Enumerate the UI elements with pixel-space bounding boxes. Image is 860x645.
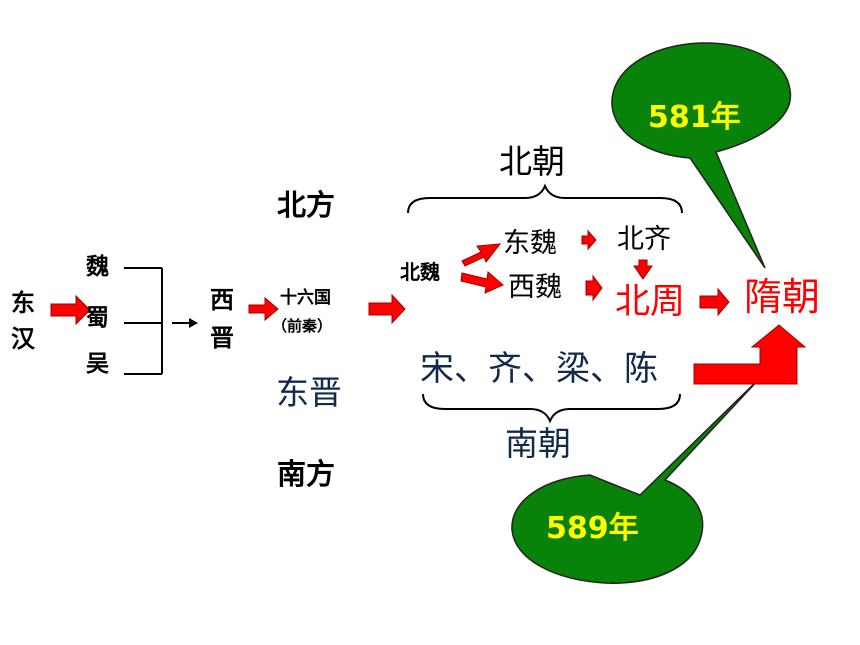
nanchao-brace — [422, 393, 681, 424]
label-beichao: 北朝 — [499, 142, 565, 181]
arrow-beiwei-dongwei — [461, 243, 502, 267]
bracket-arrow — [172, 318, 198, 328]
arrow-beiwei-xiwei — [460, 271, 504, 294]
callout-589-text: 589年 — [546, 511, 639, 546]
arrow-chen-sui — [693, 324, 807, 385]
label-beizhou: 北周 — [615, 282, 686, 322]
arrow-16-beiwei — [368, 293, 406, 325]
label-south-dynasties: 宋、齐、梁、陈 — [420, 349, 658, 389]
label-donghan: 东汉 — [11, 289, 35, 353]
callout-581-bubble — [611, 42, 792, 269]
arrow-xijin-16 — [248, 296, 279, 322]
label-shu: 蜀 — [86, 305, 109, 331]
arrow-xiwei-beizhou — [585, 274, 603, 302]
callout-589-bubble — [511, 377, 761, 584]
label-nanfang: 南方 — [277, 457, 336, 491]
label-beiwei: 北魏 — [400, 260, 440, 284]
callout-581-text: 581年 — [648, 100, 741, 135]
label-xiwei: 西魏 — [508, 272, 562, 303]
arrow-beizhou-sui — [699, 287, 730, 317]
arrow-dongwei-beiqi — [581, 229, 597, 251]
arrow-donghan-wei — [50, 294, 91, 326]
three-kingdoms-bracket — [124, 267, 163, 375]
arrow-beiqi-beizhou — [633, 259, 653, 280]
label-dongwei: 东魏 — [503, 228, 557, 259]
label-dongjin: 东晋 — [276, 373, 342, 412]
label-beifang: 北方 — [277, 188, 336, 222]
label-wu: 吴 — [86, 351, 109, 377]
label-nanchao: 南朝 — [505, 424, 571, 463]
label-qianqin: （前秦） — [272, 317, 333, 335]
label-suichao: 隋朝 — [744, 275, 821, 319]
red-arrows — [50, 229, 807, 385]
beichao-brace — [407, 183, 683, 214]
label-shiliuguo: 十六国 — [280, 288, 331, 308]
label-xijin: 西晋 — [210, 286, 234, 352]
label-wei: 魏 — [86, 254, 109, 280]
label-beiqi: 北齐 — [617, 224, 671, 255]
